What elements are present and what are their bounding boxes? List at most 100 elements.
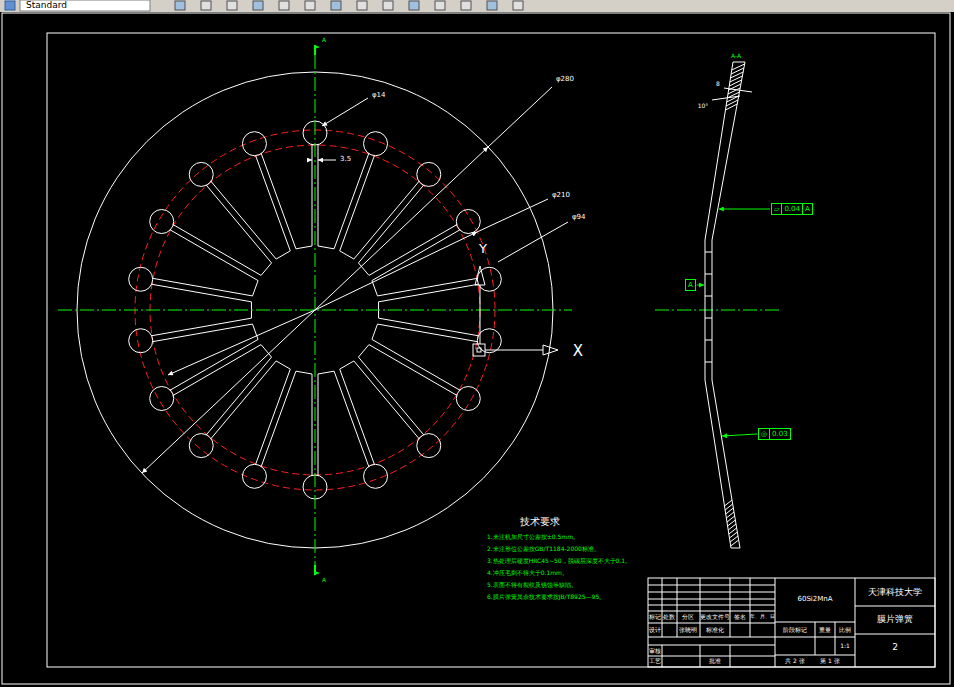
table-line	[648, 605, 775, 606]
table-line	[648, 645, 775, 646]
relief-hole	[364, 132, 388, 156]
note-text: 4.冲压毛刺不得大于0.1mm。	[487, 570, 568, 577]
toolbar-icon	[227, 1, 237, 10]
tolerance-frame: ◎0.03	[758, 428, 791, 440]
finger-tip	[318, 246, 334, 249]
table-line	[730, 645, 731, 667]
frame-cell: ◎	[759, 429, 769, 439]
table-cell: 分区	[682, 614, 694, 621]
slot-edge	[372, 339, 460, 390]
dimension-line	[318, 160, 324, 161]
relief-hole	[417, 434, 441, 458]
slot-edge	[206, 185, 272, 263]
table-cell: 签名	[734, 614, 746, 621]
dimension-text: 10°	[698, 103, 709, 110]
slot-edge	[358, 357, 424, 435]
table-line	[648, 592, 775, 593]
finger-tip	[296, 371, 312, 374]
slot-edge	[340, 369, 375, 465]
table-line	[648, 611, 775, 612]
slot-edge	[211, 181, 277, 259]
slot-edge	[312, 374, 313, 476]
table-cell: 年、月、日	[750, 614, 775, 620]
toolbar-icon	[409, 1, 419, 10]
ucs-axis	[485, 350, 543, 351]
note-text: 6.膜片弹簧其余技术要求按JB/T8925—95。	[487, 594, 605, 601]
flange-step	[705, 252, 712, 253]
finger-tip	[276, 251, 290, 259]
note-text: 3.热处理后硬度HRC45~50，脱碳层深度不大于0.1。	[487, 558, 631, 565]
table-cell: 阶段标记	[783, 627, 807, 634]
table-line	[648, 623, 775, 624]
section-arrow	[315, 573, 319, 574]
dimension-text: φ94	[572, 214, 586, 222]
table-line	[730, 578, 731, 637]
note-text: 技术要求	[520, 516, 560, 527]
table-cell: 处数	[663, 614, 675, 621]
table-cell: 设计	[649, 627, 661, 634]
title-block	[648, 578, 935, 667]
slot-edge	[379, 318, 479, 336]
relief-hole	[242, 132, 266, 156]
ucs-axis	[480, 285, 481, 344]
table-line	[855, 606, 935, 607]
table-line	[648, 585, 775, 586]
leader-line	[719, 209, 770, 210]
section-hatch	[726, 100, 738, 106]
ucs-arrow	[543, 345, 558, 355]
toolbar-text: Standard	[26, 1, 67, 11]
toolbar-icon	[461, 1, 471, 10]
frame-cell: A	[802, 204, 812, 214]
sheet-border	[2, 13, 950, 684]
toolbar-icon	[5, 1, 15, 10]
flange-step	[705, 340, 712, 341]
center-line	[655, 310, 780, 311]
relief-hole	[189, 434, 213, 458]
slot-edge	[170, 339, 258, 390]
table-line	[815, 622, 816, 655]
relief-hole	[417, 162, 441, 186]
table-cell: 2	[892, 643, 898, 653]
toolbar-icon	[201, 1, 211, 10]
slot-edge	[318, 374, 319, 476]
toolbar-icon	[513, 1, 523, 10]
table-line	[648, 599, 775, 600]
slot-edge	[261, 153, 296, 249]
dimension-text: 3.5	[340, 156, 351, 164]
table-line	[700, 645, 701, 667]
note-text: 5.表面不得有裂纹及锈蚀等缺陷。	[487, 582, 577, 589]
table-line	[648, 637, 775, 638]
finger-tip	[372, 324, 378, 339]
slot-edge	[173, 224, 261, 275]
finger-tip	[340, 251, 354, 259]
table-line	[835, 622, 836, 655]
table-cell: 60Si2MnA	[797, 596, 832, 604]
style-dropdown	[20, 0, 150, 11]
table-cell: 张晓明	[679, 627, 697, 634]
dimension-text: φ14	[372, 92, 386, 100]
flange-step	[705, 296, 712, 297]
datum-box: A	[685, 279, 696, 291]
slot-edge	[369, 224, 457, 275]
slot-edge	[206, 357, 272, 435]
frame-cell: ▱	[772, 204, 781, 214]
finger-tip	[296, 246, 312, 249]
table-cell: 天津科技大学	[868, 588, 922, 598]
finger-tip	[372, 281, 378, 296]
toolbar-icon	[331, 1, 341, 10]
slot-edge	[334, 371, 369, 467]
slot-edge	[354, 361, 420, 439]
finger-tip	[358, 345, 368, 358]
table-cell: 第 1 张	[820, 658, 840, 665]
dimension-line	[724, 88, 752, 92]
dimension-text: A-A	[731, 53, 741, 60]
section-arrow	[315, 47, 319, 48]
flange-step	[705, 274, 712, 275]
slot-edge	[354, 181, 420, 259]
toolbar-icon	[487, 1, 497, 10]
dimension-line	[309, 160, 312, 161]
dimension-line	[168, 310, 315, 375]
toolbar	[0, 0, 954, 12]
